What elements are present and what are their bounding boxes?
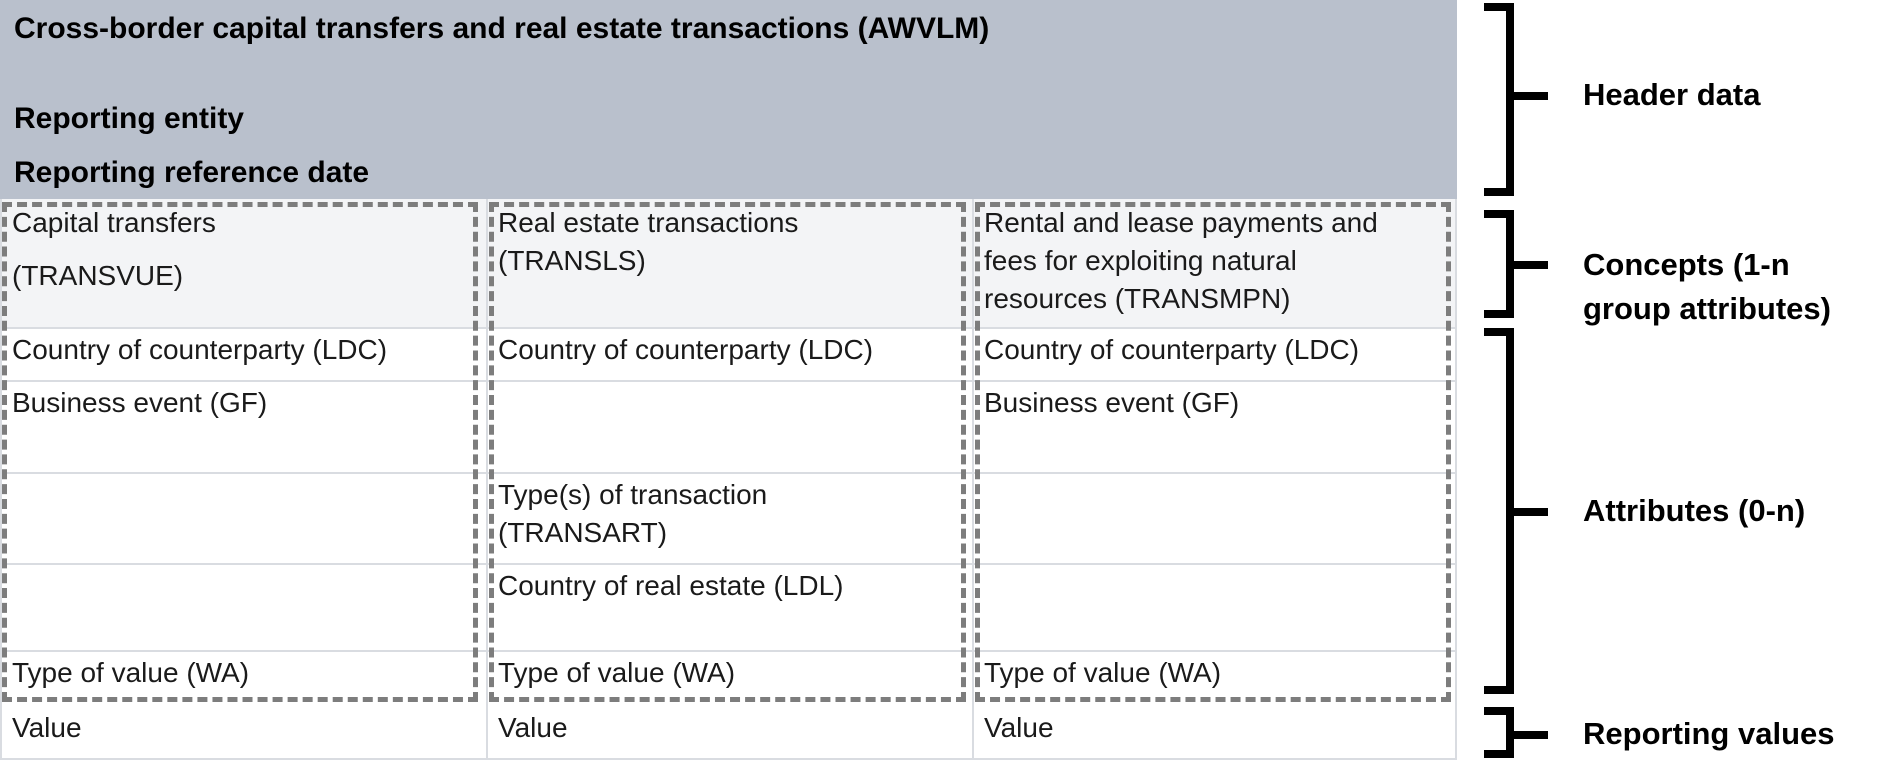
header-data-bracket-tick — [1506, 92, 1548, 100]
attribute-cell-empty-col1 — [0, 472, 486, 563]
attribute-cell-empty2-col3 — [972, 563, 1457, 650]
attribute-cell-business-event-col1: Business event (GF) — [0, 380, 486, 472]
header-panel: Cross-border capital transfers and real … — [0, 0, 1457, 199]
reporting-reference-date-label: Reporting reference date — [14, 156, 370, 189]
attribute-cell-counterparty-col2: Country of counterparty (LDC) — [486, 327, 972, 380]
attribute-cell-real-estate-country-col2: Country of real estate (LDL) — [486, 563, 972, 650]
attribute-cell-business-event-col3: Business event (GF) — [972, 380, 1457, 472]
attribute-cell-transaction-type-col2: Type(s) of transaction(TRANSART) — [486, 472, 972, 563]
concept-real-estate-transactions: Real estate transactions(TRANSLS) — [486, 199, 972, 327]
attribute-cell-counterparty-col3: Country of counterparty (LDC) — [972, 327, 1457, 380]
value-cell-col2: Value — [486, 703, 972, 760]
reporting-values-label: Reporting values — [1583, 716, 1835, 751]
concepts-bracket-tick — [1506, 261, 1548, 269]
value-cell-col3: Value — [972, 703, 1457, 760]
concept-capital-transfers: Capital transfers(TRANSVUE) — [0, 199, 486, 327]
attribute-cell-value-type-col3: Type of value (WA) — [972, 650, 1457, 703]
attributes-label: Attributes (0-n) — [1583, 493, 1806, 528]
attribute-cell-counterparty-col1: Country of counterparty (LDC) — [0, 327, 486, 380]
header-data-label: Header data — [1583, 77, 1761, 112]
attribute-cell-empty2-col1 — [0, 563, 486, 650]
reporting-table: Capital transfers(TRANSVUE) Real estate … — [0, 199, 1457, 760]
reporting-entity-label: Reporting entity — [14, 102, 244, 135]
value-cell-col1: Value — [0, 703, 486, 760]
attribute-cell-empty-col2 — [486, 380, 972, 472]
page-title: Cross-border capital transfers and real … — [14, 12, 990, 45]
attributes-bracket-tick — [1506, 508, 1548, 516]
reporting-values-bracket-tick — [1506, 731, 1548, 739]
attribute-cell-value-type-col1: Type of value (WA) — [0, 650, 486, 703]
attribute-cell-empty-col3 — [972, 472, 1457, 563]
attribute-cell-value-type-col2: Type of value (WA) — [486, 650, 972, 703]
